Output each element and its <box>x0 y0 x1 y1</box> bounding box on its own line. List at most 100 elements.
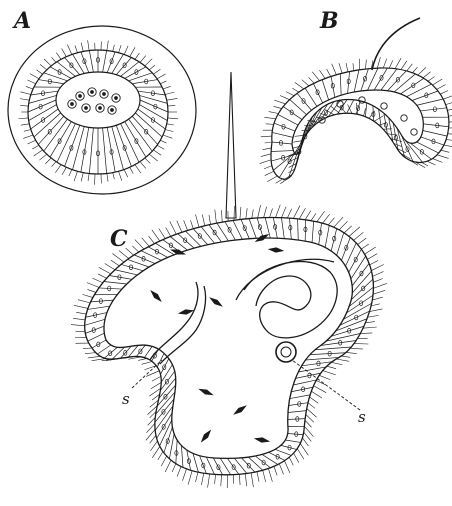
cilium <box>76 331 86 332</box>
cilium <box>276 179 283 183</box>
cilium <box>350 348 363 349</box>
cilium <box>215 474 216 484</box>
cell-wall <box>290 218 292 239</box>
cilium <box>163 135 172 138</box>
cilium <box>437 85 446 90</box>
cilium <box>167 98 178 100</box>
cilium <box>361 244 368 249</box>
cilium <box>239 474 240 485</box>
cell-wall <box>315 347 351 350</box>
cilium <box>281 207 286 218</box>
cell-wall <box>340 74 341 95</box>
cilium <box>437 155 448 159</box>
pore-ring-c <box>276 342 296 362</box>
cell-wall <box>365 103 366 117</box>
cilium <box>314 386 327 393</box>
cell-wall <box>144 346 152 357</box>
cell-wall <box>85 319 105 325</box>
panel-b-drawing <box>260 18 452 184</box>
inner-fold-c <box>244 262 337 338</box>
cell-wall <box>29 105 57 121</box>
cilium <box>172 464 176 472</box>
cell-wall <box>341 237 350 260</box>
cilium <box>240 207 241 220</box>
cilium <box>383 59 387 68</box>
cilium <box>387 134 397 135</box>
cilium <box>389 60 393 68</box>
callout-line-left <box>132 360 162 388</box>
yolk-cell <box>401 115 407 121</box>
cilium <box>182 469 186 481</box>
cilium <box>83 294 93 297</box>
cilium <box>302 438 308 446</box>
cilium <box>354 232 364 240</box>
cilium <box>252 210 254 219</box>
cilium <box>269 112 279 114</box>
cilium <box>71 325 85 326</box>
cilium <box>304 125 313 126</box>
cilium <box>26 86 33 89</box>
cilium <box>39 154 46 160</box>
cilium <box>209 215 211 224</box>
cell-wall <box>136 345 145 356</box>
cilium <box>316 380 325 384</box>
cilium <box>158 452 163 460</box>
cilium <box>142 361 152 364</box>
cell-wall <box>127 259 149 267</box>
cilium <box>379 123 386 125</box>
mesenchyme-cell <box>234 406 246 414</box>
cilium <box>293 206 300 219</box>
cilium <box>152 376 161 381</box>
cilium <box>307 408 317 417</box>
panel-label-c: C <box>110 226 128 252</box>
cell-wall <box>89 50 93 72</box>
cilium <box>98 274 107 278</box>
cilium <box>20 92 30 95</box>
cell-wall <box>50 67 71 79</box>
cell-wall <box>233 220 242 239</box>
cilium <box>423 72 430 78</box>
cilium <box>99 267 111 274</box>
cilium <box>119 45 122 53</box>
cilium <box>373 290 385 294</box>
cell-wall <box>139 95 167 103</box>
cilium <box>105 264 115 270</box>
cilium <box>69 170 72 177</box>
body-inner-c <box>104 238 352 458</box>
cell-wall <box>423 131 447 137</box>
cilium <box>146 371 159 377</box>
cilium <box>302 80 309 86</box>
cilium <box>346 352 357 353</box>
cilium <box>251 473 253 487</box>
cilium <box>309 397 318 403</box>
cilium <box>75 45 78 52</box>
cilium <box>353 63 354 70</box>
cilium <box>157 145 164 149</box>
cilium <box>412 67 417 73</box>
cilium <box>153 69 160 74</box>
cilium <box>73 318 85 320</box>
cilium <box>304 426 313 436</box>
cilium <box>142 238 149 247</box>
cilium <box>165 129 173 131</box>
cilium <box>341 356 350 357</box>
cilium <box>365 322 375 323</box>
cilium <box>130 167 134 173</box>
cilium <box>135 165 141 173</box>
cilium <box>92 278 102 283</box>
cilium <box>440 91 448 94</box>
cilium <box>196 214 199 227</box>
yolk-cell-nucleus <box>115 97 118 100</box>
cell-wall <box>349 249 362 272</box>
cilium <box>221 210 222 222</box>
cell-wall <box>361 69 369 91</box>
cilium <box>44 59 51 66</box>
panel-a-drawing <box>8 26 196 194</box>
cilium <box>76 312 86 314</box>
cilium <box>149 154 157 161</box>
cilium <box>294 453 299 462</box>
cilium <box>167 124 174 125</box>
cell-wall <box>347 100 354 114</box>
